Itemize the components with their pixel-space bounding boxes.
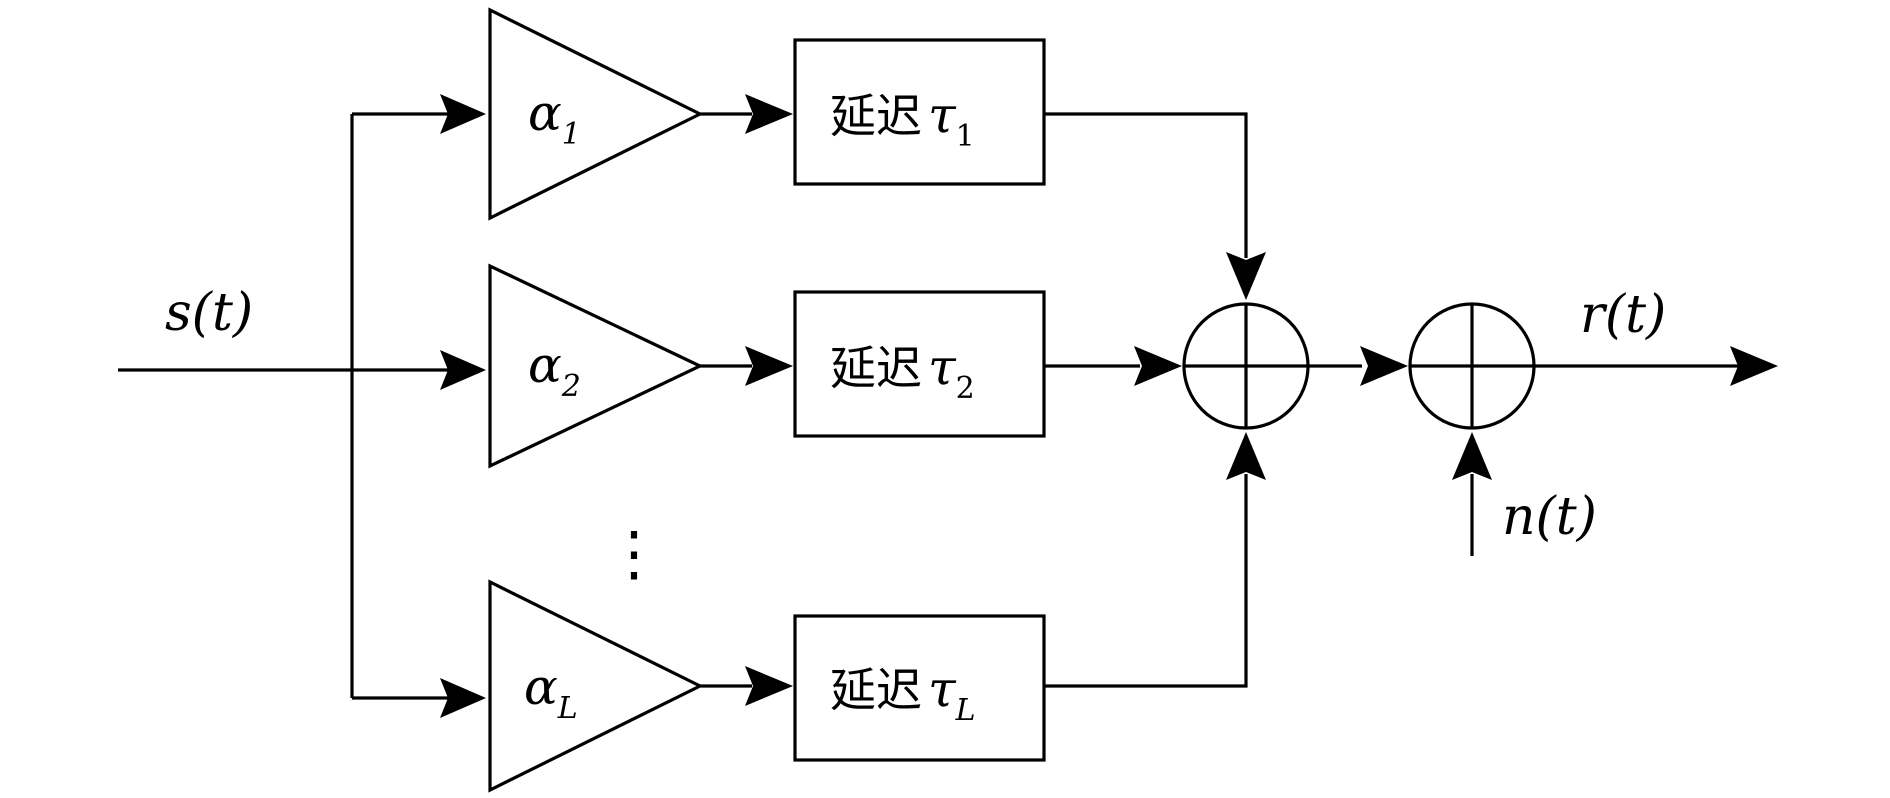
delay-box-1 (793, 38, 1046, 186)
amplifier-1 (488, 7, 704, 221)
gain-label-L: αL (524, 658, 578, 726)
arrow-right-into-summer (1134, 346, 1182, 386)
noise-adder (1408, 302, 1536, 430)
amplifier-L (488, 579, 704, 793)
summing-junction (1182, 302, 1310, 430)
arrow-into-amp-2 (440, 350, 486, 390)
arrow-into-delay-1 (745, 94, 793, 134)
arrow-into-delay-L (745, 666, 793, 706)
arrow-into-amp-L (440, 678, 486, 718)
gain-label-1: α1 (528, 84, 581, 152)
delay-box-L (793, 614, 1046, 762)
arrow-down-into-summer (1226, 252, 1266, 300)
output-label: r(t) (1580, 285, 1666, 345)
ellipsis: ⋮ (604, 519, 664, 589)
delay-box-2 (793, 290, 1046, 438)
arrow-into-delay-2 (745, 346, 793, 386)
path-L-to-summer (1044, 474, 1248, 688)
arrow-noise-up (1452, 432, 1492, 480)
arrow-into-amp-1 (440, 94, 486, 134)
input-label: s(t) (165, 283, 253, 343)
path-1-to-summer (1044, 112, 1248, 258)
gain-label-2: α2 (528, 336, 581, 404)
noise-label: n(t) (1502, 487, 1597, 547)
output-arrow (1730, 346, 1778, 386)
arrow-into-noise-adder (1360, 346, 1408, 386)
arrow-up-into-summer (1226, 432, 1266, 480)
amplifier-2 (488, 263, 704, 469)
